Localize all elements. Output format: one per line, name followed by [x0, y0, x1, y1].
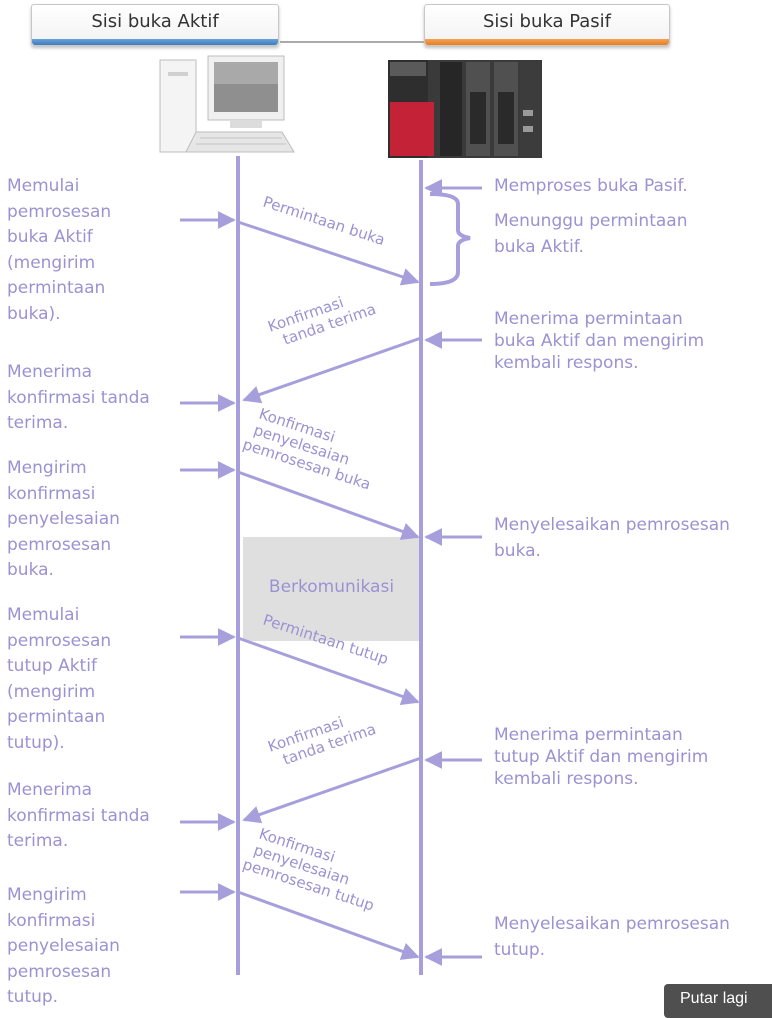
passive-side-header: Sisi buka Pasif — [424, 4, 670, 46]
left-label-start-close: Memulai pemrosesan tutup Aktif (mengirim… — [7, 605, 112, 753]
right-label-recv-close-req: Menerima permintaan tutup Aktif dan meng… — [494, 725, 709, 789]
left-label-recv-ack-1: Menerima konfirmasi tanda terima. — [7, 362, 150, 433]
msg-ack-1: Konfirmasi tanda terima — [265, 293, 378, 349]
msg-open-request: Permintaan buka — [261, 193, 387, 249]
msg-close-request: Permintaan tutup — [261, 611, 391, 669]
right-label-wait-request: Menunggu permintaan buka Aktif. — [494, 211, 688, 257]
right-label-finish-close: Menyelesaikan pemrosesan tutup. — [494, 914, 730, 960]
right-label-passive-open: Memproses buka Pasif. — [494, 176, 688, 196]
active-header-accent — [32, 39, 278, 45]
active-side-title: Sisi buka Aktif — [91, 11, 219, 32]
left-label-start-open: Memulai pemrosesan buka Aktif (mengirim … — [7, 176, 112, 324]
msg-ack-2: Konfirmasi tanda terima — [265, 713, 378, 769]
computer-icon — [159, 55, 295, 153]
communicating-label: Berkomunikasi — [268, 577, 395, 597]
left-label-recv-ack-2: Menerima konfirmasi tanda terima. — [7, 780, 150, 851]
left-pointer-arrows — [180, 211, 236, 901]
replay-button-label[interactable]: Putar lagi — [680, 990, 748, 1007]
communicating-box: Berkomunikasi — [243, 537, 420, 641]
right-label-finish-open: Menyelesaikan pemrosesan buka. — [494, 515, 730, 561]
right-pointer-arrows — [424, 179, 482, 966]
right-label-recv-open-req: Menerima permintaan buka Aktif dan mengi… — [494, 309, 705, 373]
header-connector — [280, 41, 424, 43]
replay-button[interactable]: Putar lagi — [664, 984, 772, 1018]
plc-device-icon — [388, 60, 542, 158]
passive-side-title: Sisi buka Pasif — [482, 11, 611, 32]
left-label-send-open-done: Mengirim konfirmasi penyelesaian pemrose… — [7, 458, 120, 580]
message-arrows — [237, 220, 422, 960]
wait-brace — [429, 192, 471, 286]
active-side-header: Sisi buka Aktif — [31, 4, 279, 46]
passive-header-accent — [425, 39, 669, 45]
left-label-send-close-done: Mengirim konfirmasi penyelesaian pemrose… — [7, 885, 120, 1007]
